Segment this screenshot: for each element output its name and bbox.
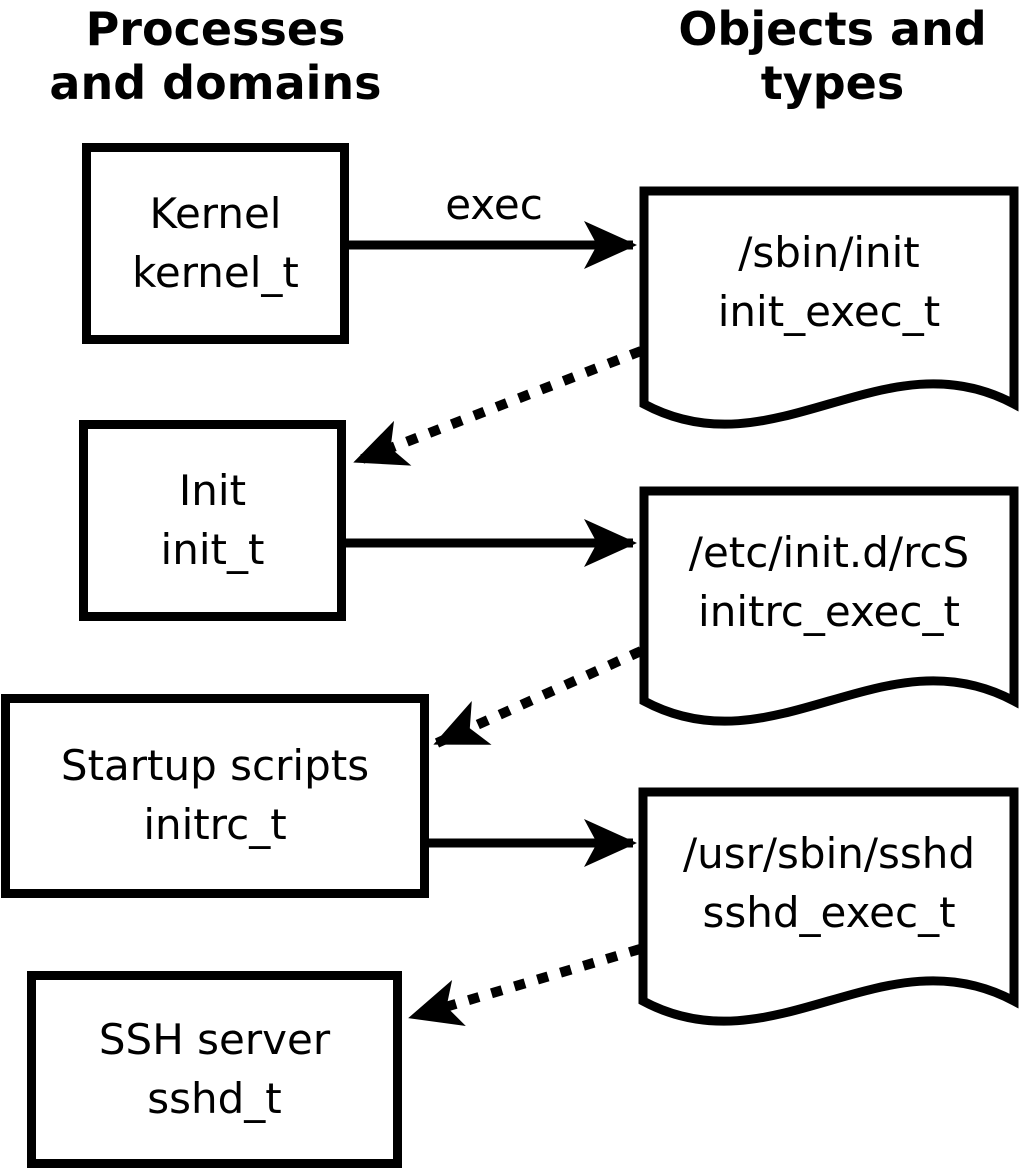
transition-arrow-init-exec-to-init-t	[353, 346, 643, 466]
domain-label: initrc_t	[143, 800, 287, 849]
header-line: and domains	[49, 56, 382, 111]
document-shape-etc-initd-rcs	[639, 486, 1019, 726]
document-shape-usr-sbin-sshd	[638, 787, 1019, 1026]
object-path-label: /sbin/init	[738, 228, 920, 278]
column-header-processes: Processes and domains	[18, 2, 413, 111]
domain-label: sshd_t	[147, 1073, 282, 1123]
exec-arrow-label: exec	[445, 180, 543, 229]
object-path-label: /usr/sbin/sshd	[682, 829, 976, 879]
domain-label: kernel_t	[132, 247, 299, 297]
process-label: Init	[178, 465, 247, 515]
node-kernel: Kernel kernel_t	[82, 143, 349, 344]
transition-arrow-sshd-exec-to-sshd-t	[408, 944, 642, 1026]
transition-arrow-initrc-exec-to-initrc-t	[433, 646, 644, 748]
object-path-label: /etc/init.d/rcS	[688, 528, 970, 578]
header-line: Processes	[85, 2, 346, 56]
document-shape-sbin-init	[639, 186, 1019, 429]
node-startup-scripts: Startup scripts initrc_t	[1, 694, 429, 898]
header-line: types	[760, 56, 905, 111]
column-header-objects: Objects and types	[645, 2, 1020, 111]
node-etc-initd-rcs: /etc/init.d/rcS initrc_exec_t	[642, 493, 1016, 673]
node-usr-sbin-sshd: /usr/sbin/sshd sshd_exec_t	[642, 794, 1016, 974]
object-type-label: sshd_exec_t	[702, 888, 956, 937]
node-sbin-init: /sbin/init init_exec_t	[642, 193, 1016, 373]
process-label: Kernel	[149, 188, 282, 238]
node-init: Init init_t	[79, 420, 346, 621]
header-line: Objects and	[678, 2, 987, 56]
process-label: Startup scripts	[60, 741, 370, 791]
object-type-label: initrc_exec_t	[698, 587, 960, 636]
object-type-label: init_exec_t	[717, 287, 941, 336]
domain-label: init_t	[160, 524, 265, 574]
process-label: SSH server	[98, 1014, 331, 1064]
node-ssh-server: SSH server sshd_t	[27, 971, 402, 1168]
